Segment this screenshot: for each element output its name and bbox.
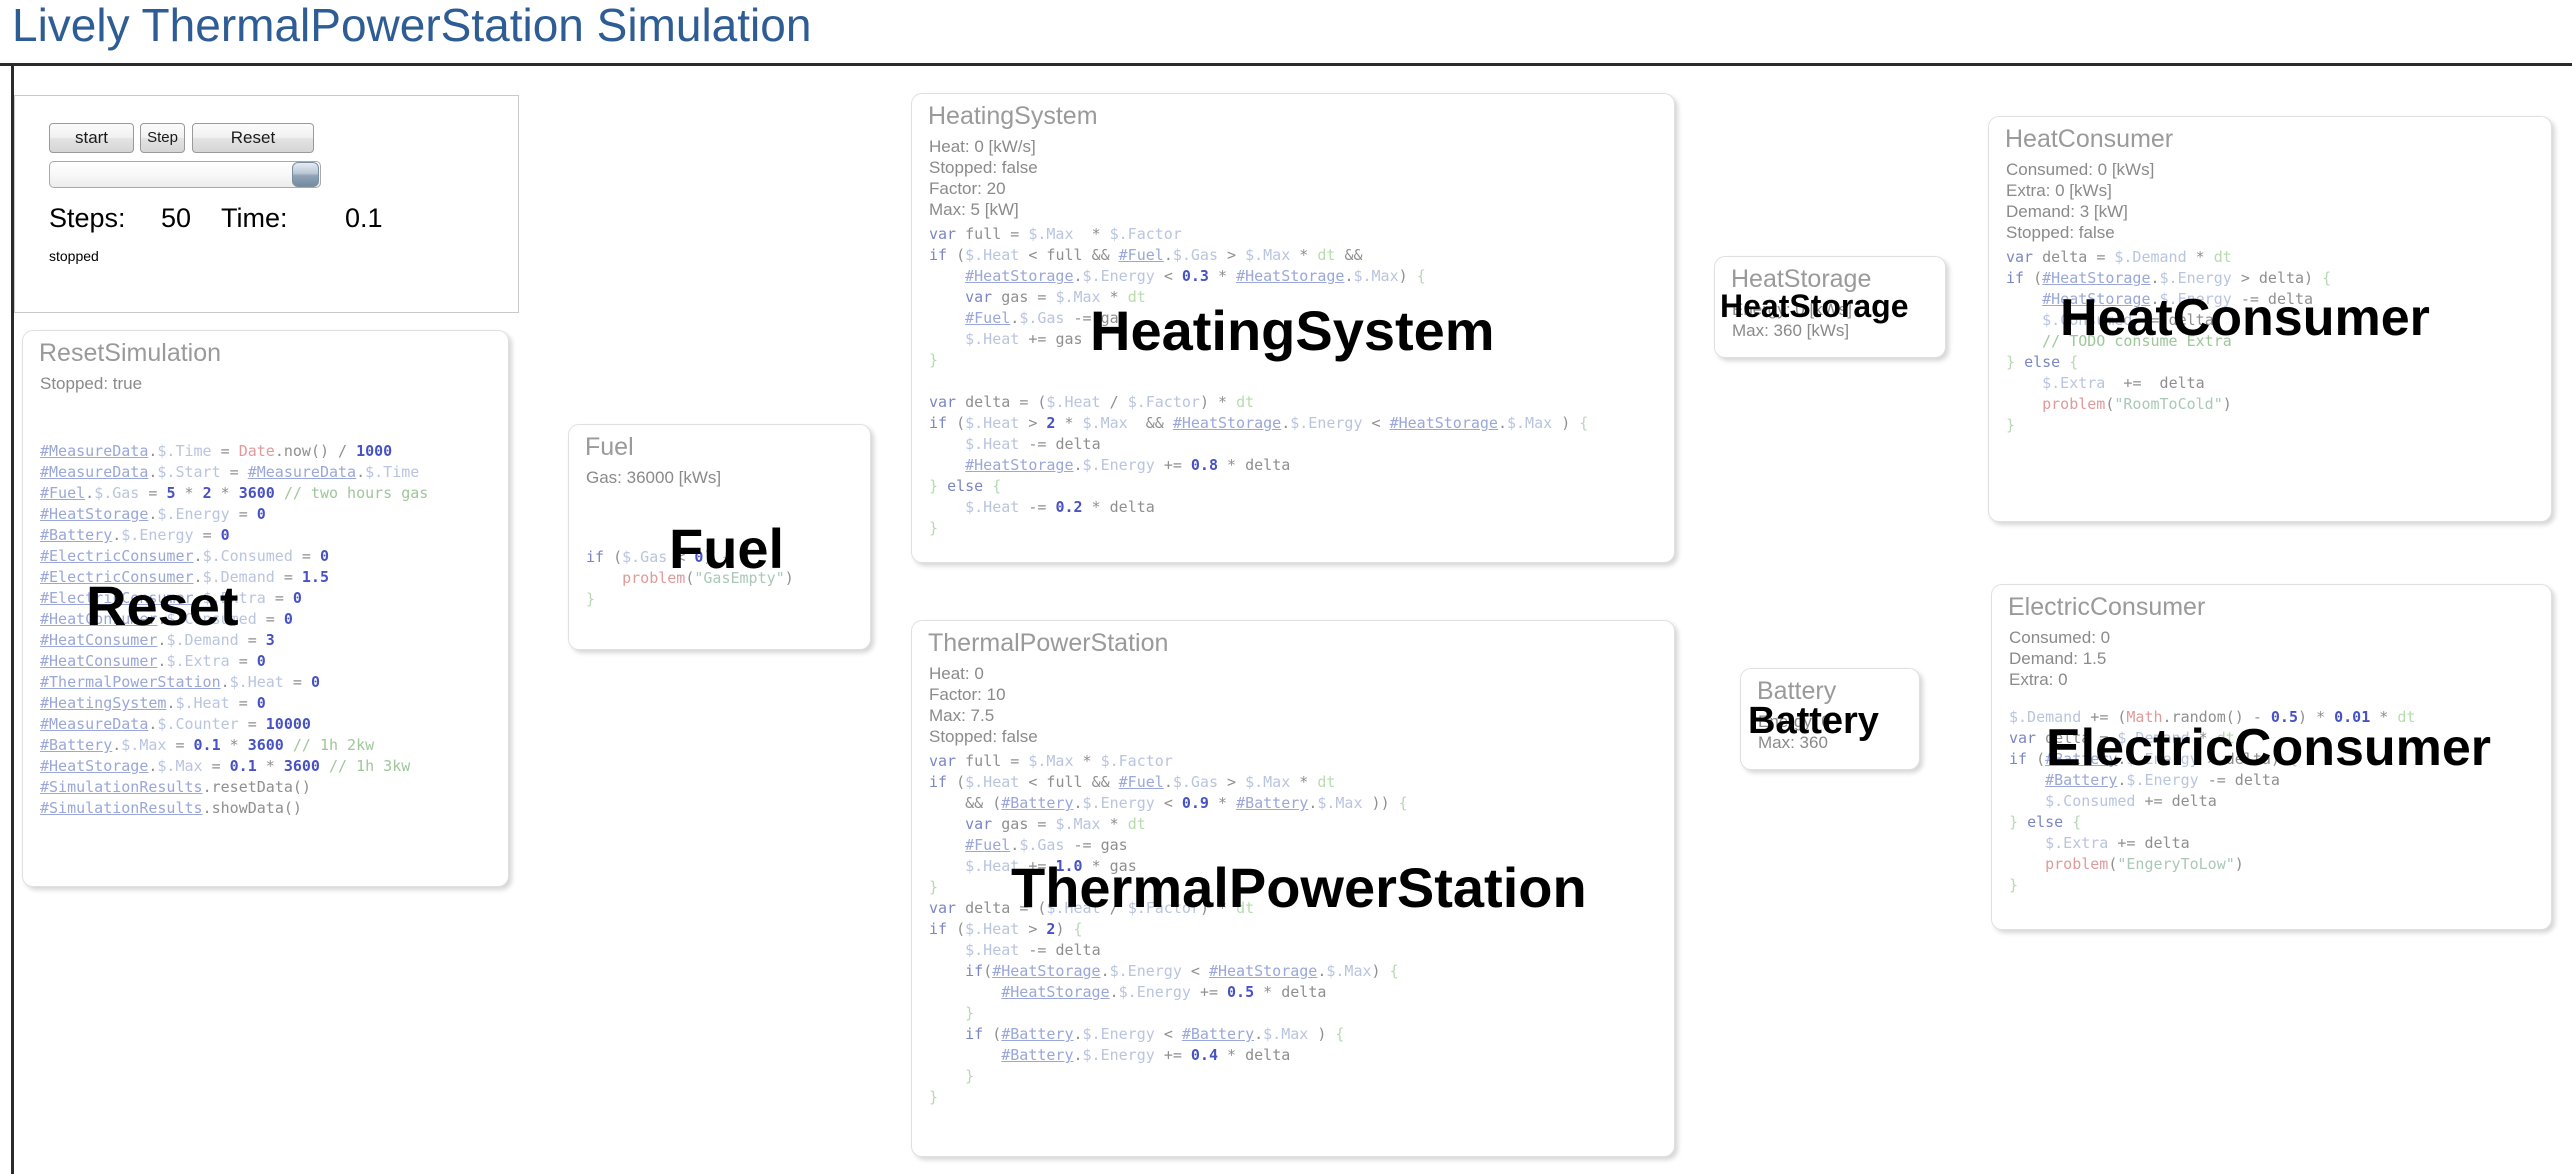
speed-slider-thumb[interactable] [292, 162, 319, 187]
reset-button[interactable]: Reset [192, 123, 314, 153]
panel-props-heating-system: Heat: 0 [kW/s] Stopped: false Factor: 20… [929, 137, 1038, 219]
panel-props-battery: Energy: 0 Max: 360 [1758, 712, 1831, 752]
speed-slider[interactable] [49, 161, 321, 188]
panel-fuel[interactable]: Fuel Gas: 36000 [kWs] if ($.Gas < 0) { p… [568, 424, 871, 650]
panel-title-heat-consumer: HeatConsumer [2005, 125, 2174, 153]
panel-props-heat-consumer: Consumed: 0 [kWs] Extra: 0 [kWs] Demand:… [2006, 160, 2155, 242]
panel-thermal-power-station[interactable]: ThermalPowerStation Heat: 0 Factor: 10 M… [911, 620, 1675, 1157]
panel-title-reset-simulation: ResetSimulation [39, 339, 222, 367]
overlay-label-thermal-power-station: ThermalPowerStation [1011, 856, 1587, 919]
step-button[interactable]: Step [140, 123, 185, 153]
panel-electric-consumer[interactable]: ElectricConsumer Consumed: 0 Demand: 1.5… [1991, 584, 2552, 930]
steps-label: Steps: [49, 203, 126, 233]
panel-title-fuel: Fuel [585, 433, 634, 461]
panel-props-heat-storage: Energy: 0 [kWs] Max: 360 [kWs] [1732, 300, 1852, 340]
panel-title-heat-storage: HeatStorage [1731, 265, 1872, 293]
panel-title-heating-system: HeatingSystem [928, 102, 1098, 130]
overlay-label-fuel: Fuel [669, 517, 785, 580]
panel-code-fuel[interactable]: if ($.Gas < 0) { problem("GasEmpty")} [586, 548, 794, 608]
panel-title-battery: Battery [1757, 677, 1837, 705]
panel-code-reset-simulation[interactable]: #MeasureData.$.Time = Date.now() / 1000#… [40, 442, 429, 817]
panel-props-reset-simulation: Stopped: true [40, 374, 143, 393]
panel-title-electric-consumer: ElectricConsumer [2008, 593, 2206, 621]
panel-battery[interactable]: Battery Energy: 0 Max: 360 [1740, 668, 1920, 770]
run-state-label: stopped [49, 248, 99, 264]
overlay-label-heating-system: HeatingSystem [1090, 299, 1495, 362]
header-divider [0, 63, 2572, 66]
panel-code-electric-consumer[interactable]: $.Demand += (Math.random() - 0.5) * 0.01… [2009, 708, 2416, 894]
overlay-label-heat-consumer: HeatConsumer [2060, 289, 2430, 347]
page-title: Lively ThermalPowerStation Simulation [12, 0, 812, 51]
overlay-label-battery: Battery [1748, 700, 1879, 742]
start-button[interactable]: start [49, 123, 134, 153]
panel-props-electric-consumer: Consumed: 0 Demand: 1.5 Extra: 0 [2009, 628, 2111, 689]
overlay-label-electric-consumer: ElectricConsumer [2046, 719, 2492, 777]
overlay-label-reset: Reset [86, 574, 239, 637]
left-border-rule [11, 66, 14, 1174]
panel-props-fuel: Gas: 36000 [kWs] [586, 468, 722, 487]
panel-props-thermal-power-station: Heat: 0 Factor: 10 Max: 7.5 Stopped: fal… [929, 664, 1038, 746]
panel-heating-system[interactable]: HeatingSystem Heat: 0 [kW/s] Stopped: fa… [911, 93, 1675, 563]
time-label: Time: [221, 203, 288, 233]
overlay-label-heat-storage: HeatStorage [1720, 288, 1909, 324]
panel-heat-storage[interactable]: HeatStorage Energy: 0 [kWs] Max: 360 [kW… [1714, 256, 1946, 358]
simulation-control-inner: start Step Reset Steps: 50 Time: 0.1 sto… [37, 113, 497, 298]
steps-value: 50 [161, 203, 192, 233]
simulation-control-panel: start Step Reset Steps: 50 Time: 0.1 sto… [14, 95, 519, 313]
time-value: 0.1 [345, 203, 383, 233]
panel-heat-consumer[interactable]: HeatConsumer Consumed: 0 [kWs] Extra: 0 … [1988, 116, 2552, 522]
panel-title-thermal-power-station: ThermalPowerStation [928, 629, 1169, 657]
panel-reset-simulation[interactable]: ResetSimulation Stopped: true #MeasureDa… [22, 330, 509, 887]
